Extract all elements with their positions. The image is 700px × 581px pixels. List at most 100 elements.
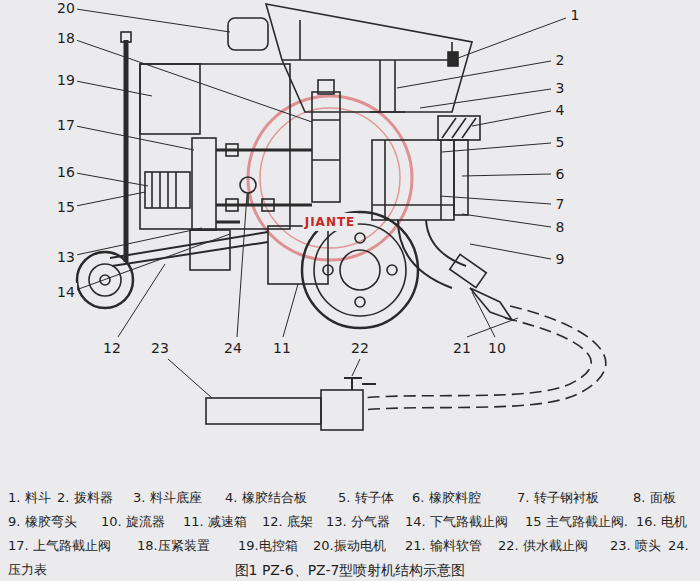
hose-coupling [470, 288, 512, 320]
callout-number: 22 [349, 339, 371, 357]
air-pipe [216, 150, 312, 222]
leader-line [462, 174, 551, 176]
leader-line [472, 292, 495, 337]
callout-number: 11 [271, 339, 293, 357]
parts-list-item: 11. 减速箱 [183, 513, 247, 531]
valve [262, 199, 274, 211]
wheel-rim [89, 264, 121, 296]
parts-list-item: 2. 拨料器 [57, 489, 113, 507]
callout-number: 21 [451, 339, 473, 357]
wheel-hole [355, 233, 365, 243]
callout-number: 14 [55, 283, 77, 301]
parts-list-item: 20.振动电机 [313, 537, 386, 555]
callout-number: 18 [55, 29, 77, 47]
callout-number: 16 [55, 163, 77, 181]
rotor-body [372, 140, 454, 220]
callout-number: 23 [149, 339, 171, 357]
parts-list-item: 21. 输料软管 [405, 537, 482, 555]
watermark-ring [260, 108, 400, 248]
parts-list-item: 4. 橡胶结合板 [225, 489, 307, 507]
leader-line [237, 194, 247, 337]
wheel [77, 252, 133, 308]
vibration-motor [228, 18, 268, 50]
leader-line [420, 89, 551, 108]
compression-detail [312, 120, 340, 160]
motor [145, 172, 190, 208]
handle [124, 40, 129, 262]
parts-list-item: 8. 面板 [633, 489, 676, 507]
agitator [370, 60, 405, 112]
parts-list-item: 1. 料斗 [8, 489, 51, 507]
parts-list-item: 14. 下气路截止阀 [405, 513, 508, 531]
parts-list-item: 3. 料斗底座 [133, 489, 202, 507]
machine-drawing [77, 4, 606, 430]
handle-grip [121, 32, 131, 42]
leader-line [283, 284, 298, 337]
callout-number: 24 [222, 339, 244, 357]
parts-list-item: 7. 转子钢衬板 [517, 489, 599, 507]
leader-line [470, 244, 551, 259]
leader-line [462, 214, 551, 227]
pressure-gauge [240, 177, 256, 193]
leader-line [76, 234, 230, 290]
parts-list-item: 18.压紧装置 [137, 537, 210, 555]
parts-list-item: 10. 旋流器 [101, 513, 165, 531]
leader-line [76, 173, 148, 186]
callout-number: 20 [55, 0, 77, 17]
leader-line [76, 9, 230, 32]
gearbox [268, 226, 328, 284]
callout-number: 15 [55, 198, 77, 216]
wheel-hole [387, 265, 397, 275]
callout-number: 2 [554, 51, 567, 69]
parts-list-item: 9. 橡胶弯头 [8, 513, 77, 531]
callout-number: 6 [554, 165, 567, 183]
leader-line [76, 81, 152, 96]
callout-number: 8 [554, 218, 567, 236]
parts-list-item: 17. 上气路截止阀 [8, 537, 111, 555]
hopper-detail [282, 20, 455, 60]
parts-list-item: 13. 分气器 [326, 513, 390, 531]
rubber-plate [438, 116, 480, 140]
wheel-hub [100, 275, 110, 285]
parts-list-item: 16. 电机 [636, 513, 687, 531]
rubber-elbow [426, 220, 466, 266]
wheel [302, 212, 418, 328]
leader-line [118, 264, 165, 337]
rotor-detail [372, 140, 454, 220]
leader-line [467, 318, 518, 337]
callout-number: 19 [55, 71, 77, 89]
callout-number: 4 [554, 101, 567, 119]
compression-cap [318, 80, 334, 94]
conveying-hose [362, 306, 606, 410]
parts-list-item: 5. 转子体 [338, 489, 394, 507]
parts-list-item: 22. 供水截止阀 [498, 537, 588, 555]
watermark-text: JIANTE [303, 213, 358, 231]
air-distributor [192, 138, 216, 230]
leader-line [458, 18, 566, 58]
wheel-hub [340, 250, 380, 290]
callout-number: 1 [569, 6, 582, 24]
leader-line [440, 196, 551, 204]
callout-number: 3 [554, 79, 567, 97]
callout-number: 10 [486, 339, 508, 357]
callout-number: 9 [554, 250, 567, 268]
hopper [266, 4, 472, 112]
plate-hatch [442, 118, 476, 138]
motor-fins [152, 172, 176, 208]
leader-line [442, 143, 551, 152]
callout-number: 13 [55, 248, 77, 266]
leader-line [76, 40, 312, 122]
leader-line [76, 192, 145, 206]
hopper-clamp [448, 52, 458, 66]
leader-line [472, 111, 551, 126]
wheel-hole [355, 297, 365, 307]
nozzle [206, 398, 321, 424]
callout-number: 5 [554, 133, 567, 151]
figure-caption: 图1 PZ-6、PZ-7型喷射机结构示意图 [235, 561, 466, 579]
compression-device [312, 92, 340, 202]
leader-line [352, 359, 360, 376]
valve [226, 199, 238, 211]
parts-list-item: 15 主气路截止阀. [525, 513, 628, 531]
nozzle-fitting [321, 390, 363, 430]
